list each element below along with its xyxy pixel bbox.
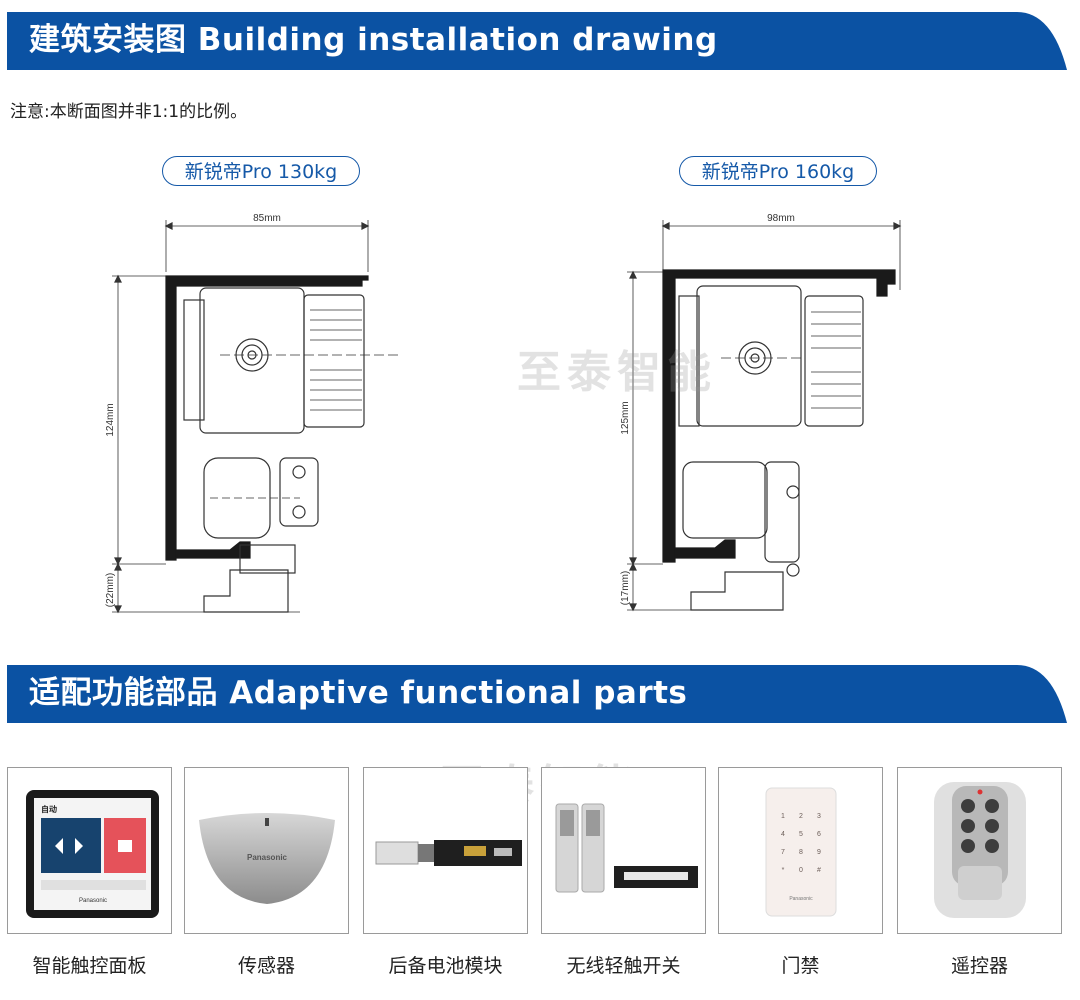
keypad-key: 3 xyxy=(817,813,821,820)
keypad-key: 4 xyxy=(781,831,785,838)
panel-brand: Panasonic xyxy=(79,898,107,904)
section-title: 适配功能部品 Adaptive functional parts xyxy=(29,675,688,711)
keypad-key: 2 xyxy=(799,813,803,820)
keypad-photo: 1 2 3 4 5 6 7 8 9 * 0 # Panasonic xyxy=(765,787,837,917)
keypad-key: 5 xyxy=(799,831,803,838)
banner-shape xyxy=(7,12,1067,70)
part-card-sensor[interactable]: Panasonic xyxy=(184,767,349,934)
part-card-wireless-switch[interactable] xyxy=(541,767,706,934)
watermark: 至泰智能 xyxy=(517,347,717,398)
part-name: 遥控器 xyxy=(950,955,1008,977)
keypad-key: 8 xyxy=(799,849,803,856)
bottom-dimension: (17mm) xyxy=(620,571,631,605)
wireless-switch-photo xyxy=(555,803,698,893)
height-dimension: 124mm xyxy=(105,403,116,436)
part-name: 门禁 xyxy=(781,955,820,977)
keypad-key: # xyxy=(817,867,821,874)
scale-note: 注意:本断面图并非1:1的比例。 xyxy=(10,102,248,122)
model-label-160: 新锐帝Pro 160kg xyxy=(679,156,877,186)
keypad-key: 6 xyxy=(817,831,821,838)
section-drawing-130: 85mm 124mm (22mm) xyxy=(100,200,400,620)
part-name: 后备电池模块 xyxy=(388,955,503,977)
remote-control-photo xyxy=(934,782,1026,918)
banner-shape xyxy=(7,665,1067,723)
panel-screen-title: 自动 xyxy=(41,804,57,814)
part-card-remote[interactable] xyxy=(897,767,1062,934)
part-card-touch-panel[interactable]: 自动 Panasonic xyxy=(7,767,172,934)
keypad-brand: Panasonic xyxy=(789,896,813,902)
part-card-battery[interactable] xyxy=(363,767,528,934)
part-name: 智能触控面板 xyxy=(32,955,147,977)
keypad-key: 9 xyxy=(817,849,821,856)
touch-panel-photo: 自动 Panasonic xyxy=(26,790,159,918)
model-label-130: 新锐帝Pro 130kg xyxy=(162,156,360,186)
width-dimension: 98mm xyxy=(767,213,795,224)
height-dimension: 125mm xyxy=(620,401,631,434)
part-name: 无线轻触开关 xyxy=(566,955,681,977)
sensor-photo: Panasonic xyxy=(199,813,335,904)
sensor-brand: Panasonic xyxy=(247,853,288,862)
keypad-key: * xyxy=(782,867,785,874)
keypad-key: 0 xyxy=(799,867,803,874)
width-dimension: 85mm xyxy=(253,213,281,224)
battery-module-photo xyxy=(375,840,522,866)
keypad-key: 7 xyxy=(781,849,785,856)
section-drawing-160: 98mm 125mm (17mm) xyxy=(615,200,915,620)
part-name: 传感器 xyxy=(237,955,295,977)
section-banner-installation: 建筑安装图 Building installation drawing xyxy=(7,12,1067,70)
part-card-keypad[interactable]: 1 2 3 4 5 6 7 8 9 * 0 # Panasonic xyxy=(718,767,883,934)
bottom-dimension: (22mm) xyxy=(105,573,116,607)
section-banner-parts: 适配功能部品 Adaptive functional parts xyxy=(7,665,1067,723)
keypad-key: 1 xyxy=(781,813,785,820)
section-title: 建筑安装图 Building installation drawing xyxy=(29,22,718,58)
